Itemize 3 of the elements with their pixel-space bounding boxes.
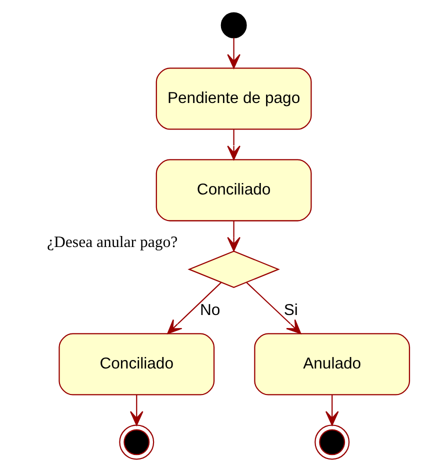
node-label: ¿Desea anular pago? [46, 234, 178, 251]
edge-label: Si [283, 302, 298, 319]
edge-label: No [199, 302, 220, 319]
